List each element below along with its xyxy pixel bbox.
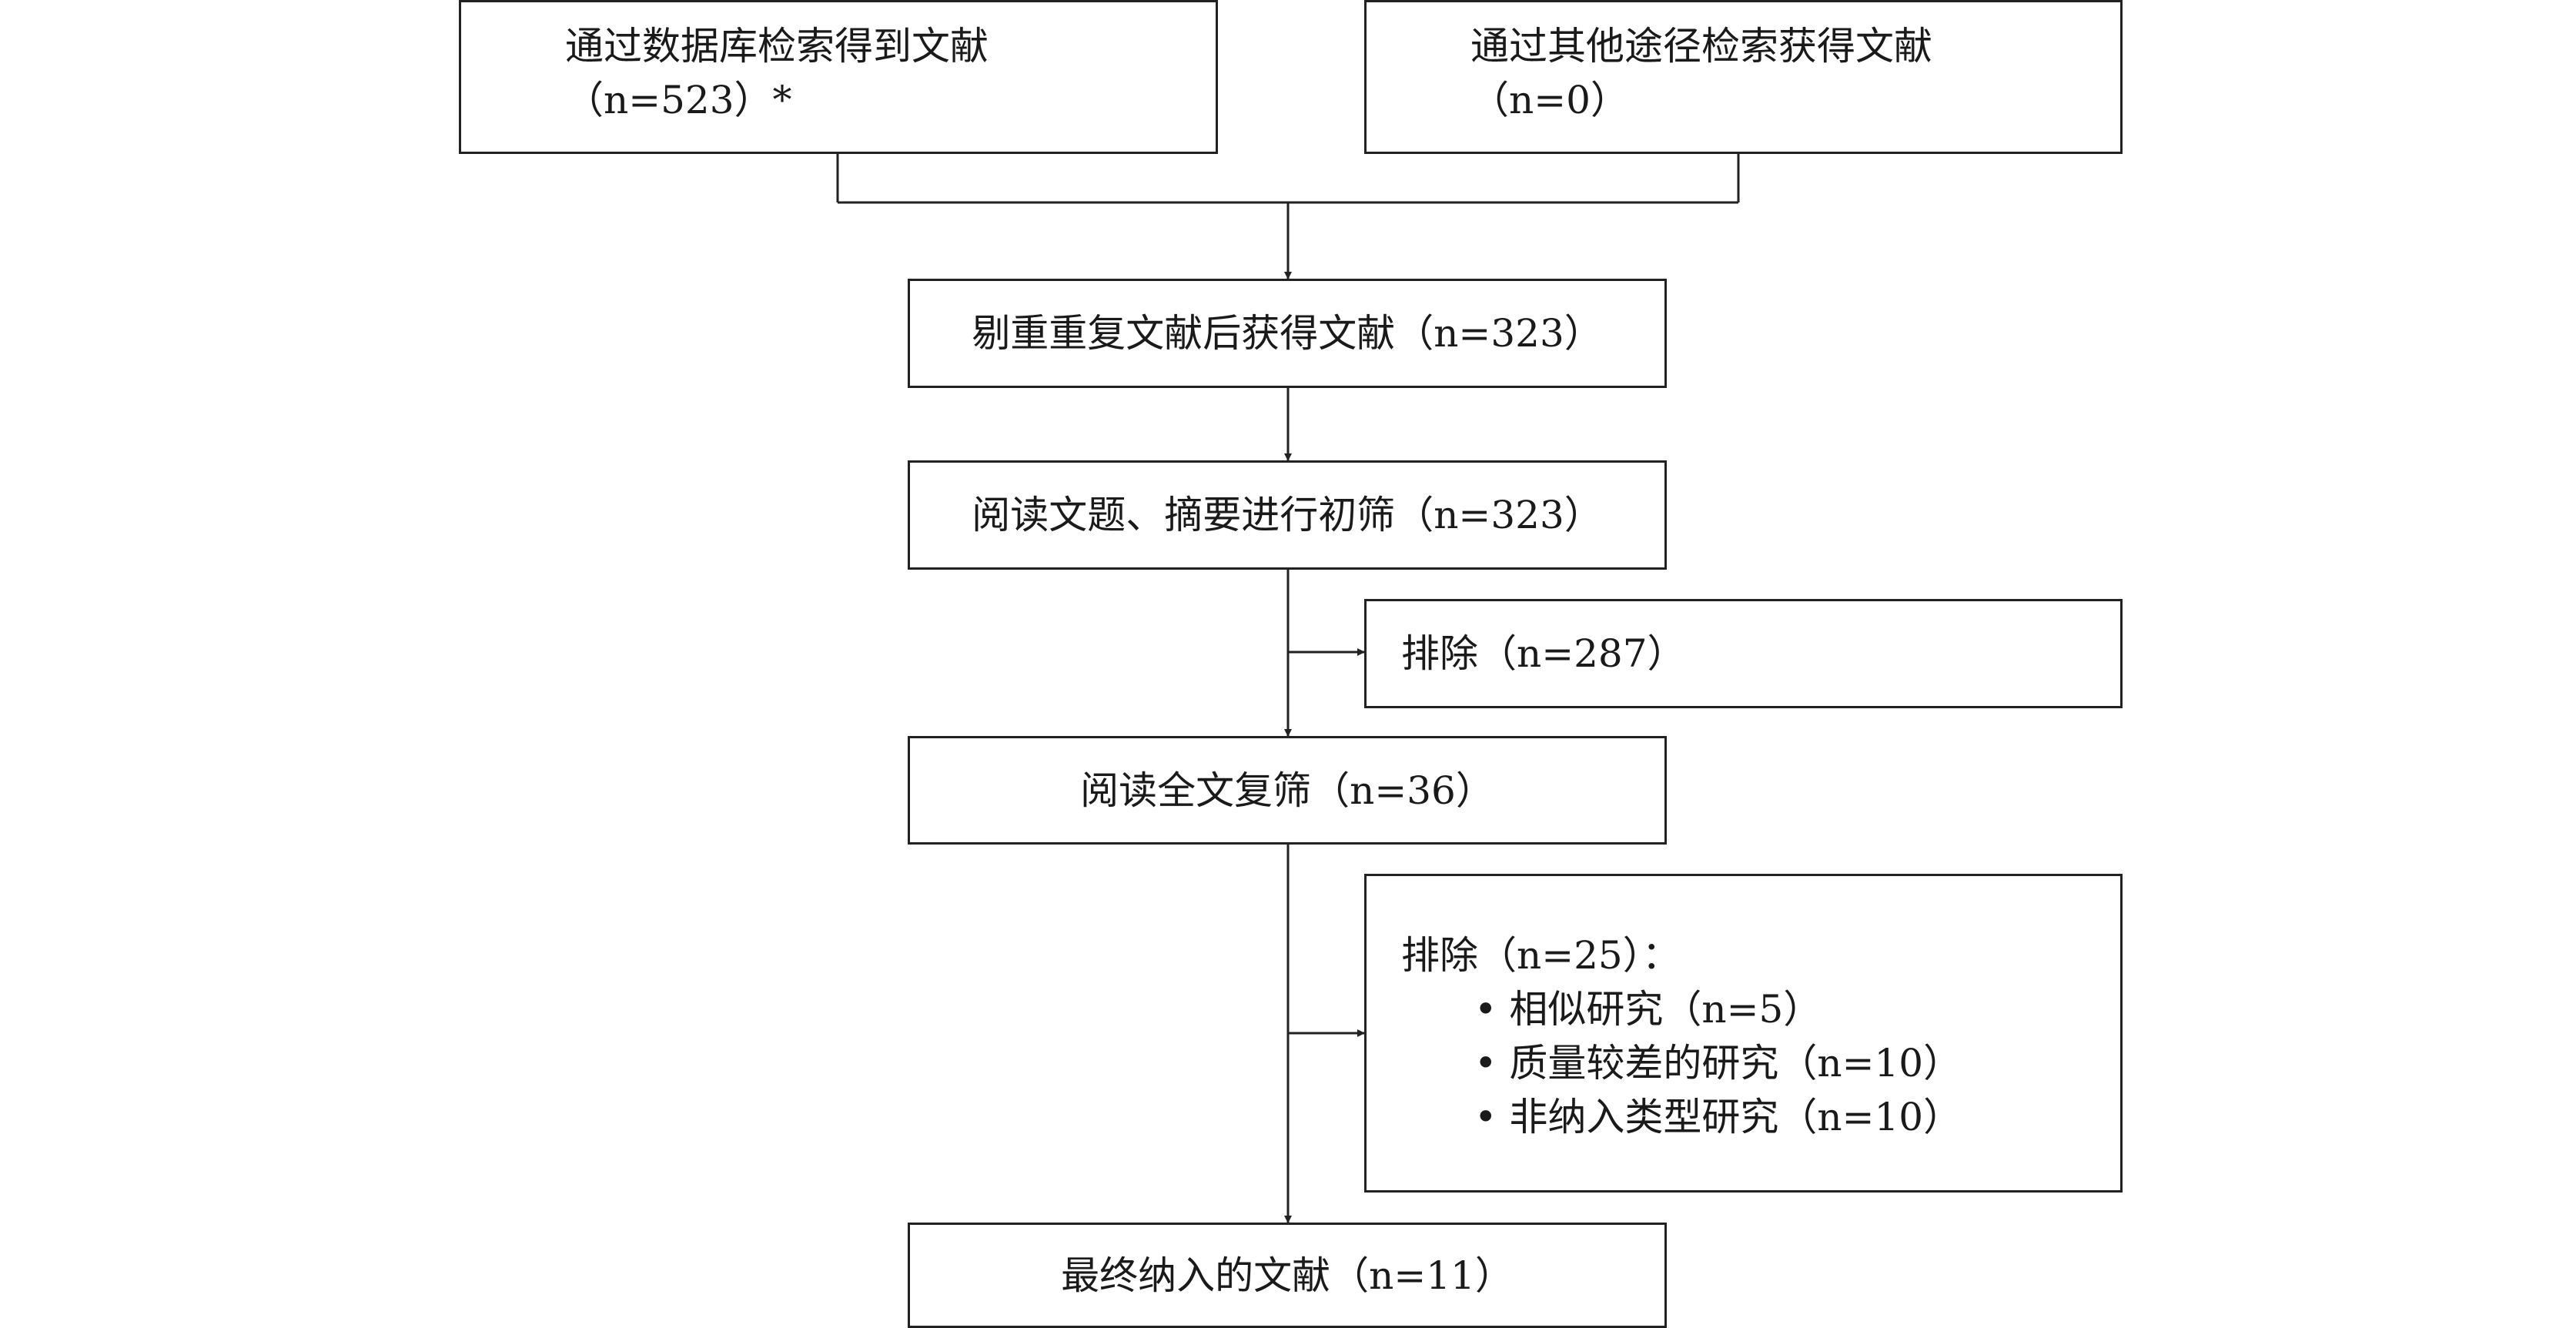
final-included-text: 最终纳入的文献（n=11）: [1061, 1253, 1514, 1298]
db-search-label: 通过数据库检索得到文献: [565, 24, 989, 69]
final-included-box: 最终纳入的文献（n=11）: [908, 1223, 1667, 1328]
exclude-2-item-type: • 非纳入类型研究（n=10）: [1474, 1095, 1962, 1139]
exclude-2-item-quality: • 质量较差的研究（n=10）: [1474, 1041, 1962, 1085]
other-search-label: 通过其他途径检索获得文献: [1470, 24, 1932, 69]
other-search-count: （n=0）: [1470, 78, 1629, 122]
initial-screen-text: 阅读文题、摘要进行初筛（n=323）: [972, 493, 1603, 537]
exclude-1-box: 排除（n=287）: [1364, 599, 2123, 708]
fulltext-screen-text: 阅读全文复筛（n=36）: [1080, 768, 1494, 813]
db-search-count: （n=523）*: [565, 78, 792, 122]
fulltext-screen-box: 阅读全文复筛（n=36）: [908, 736, 1667, 845]
exclude-2-box: 排除（n=25）： • 相似研究（n=5） • 质量较差的研究（n=10） • …: [1364, 874, 2123, 1193]
exclude-2-item-similar: • 相似研究（n=5）: [1474, 987, 1822, 1032]
dedup-box: 剔重重复文献后获得文献（n=323）: [908, 279, 1667, 388]
other-search-box: 通过其他途径检索获得文献 （n=0）: [1364, 0, 2123, 154]
exclude-2-title: 排除（n=25）：: [1401, 933, 1681, 978]
db-search-box: 通过数据库检索得到文献 （n=523）*: [459, 0, 1218, 154]
initial-screen-box: 阅读文题、摘要进行初筛（n=323）: [908, 460, 1667, 570]
exclude-1-text: 排除（n=287）: [1401, 631, 1686, 676]
dedup-text: 剔重重复文献后获得文献（n=323）: [972, 311, 1603, 356]
